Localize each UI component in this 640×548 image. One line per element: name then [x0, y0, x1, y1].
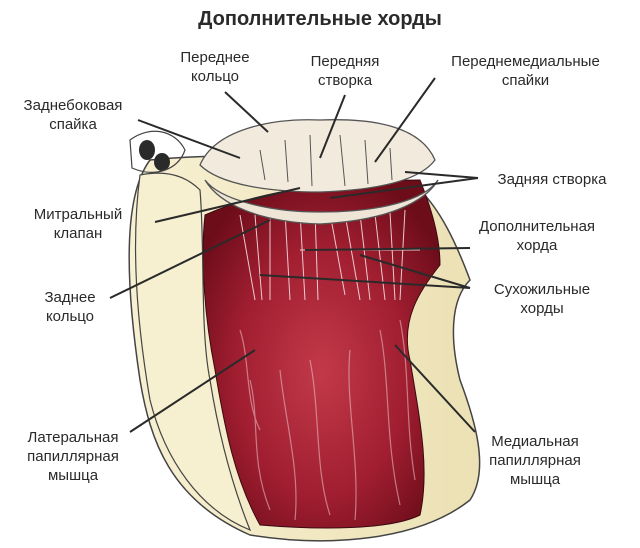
leader-lines	[109, 77, 479, 433]
left-wall	[134, 172, 252, 532]
anterior-leaflet	[199, 119, 436, 193]
posterior-leaflet	[204, 179, 439, 225]
commissure-hole-1	[139, 140, 155, 160]
trabeculae	[239, 319, 416, 521]
commissure-hole-2	[154, 153, 170, 171]
commissure-outline	[129, 130, 186, 173]
leaflet-ridges	[259, 134, 393, 187]
page-title: Дополнительные хорды	[198, 8, 442, 30]
label-posterior-leaflet: Задняя створка	[497, 171, 607, 188]
